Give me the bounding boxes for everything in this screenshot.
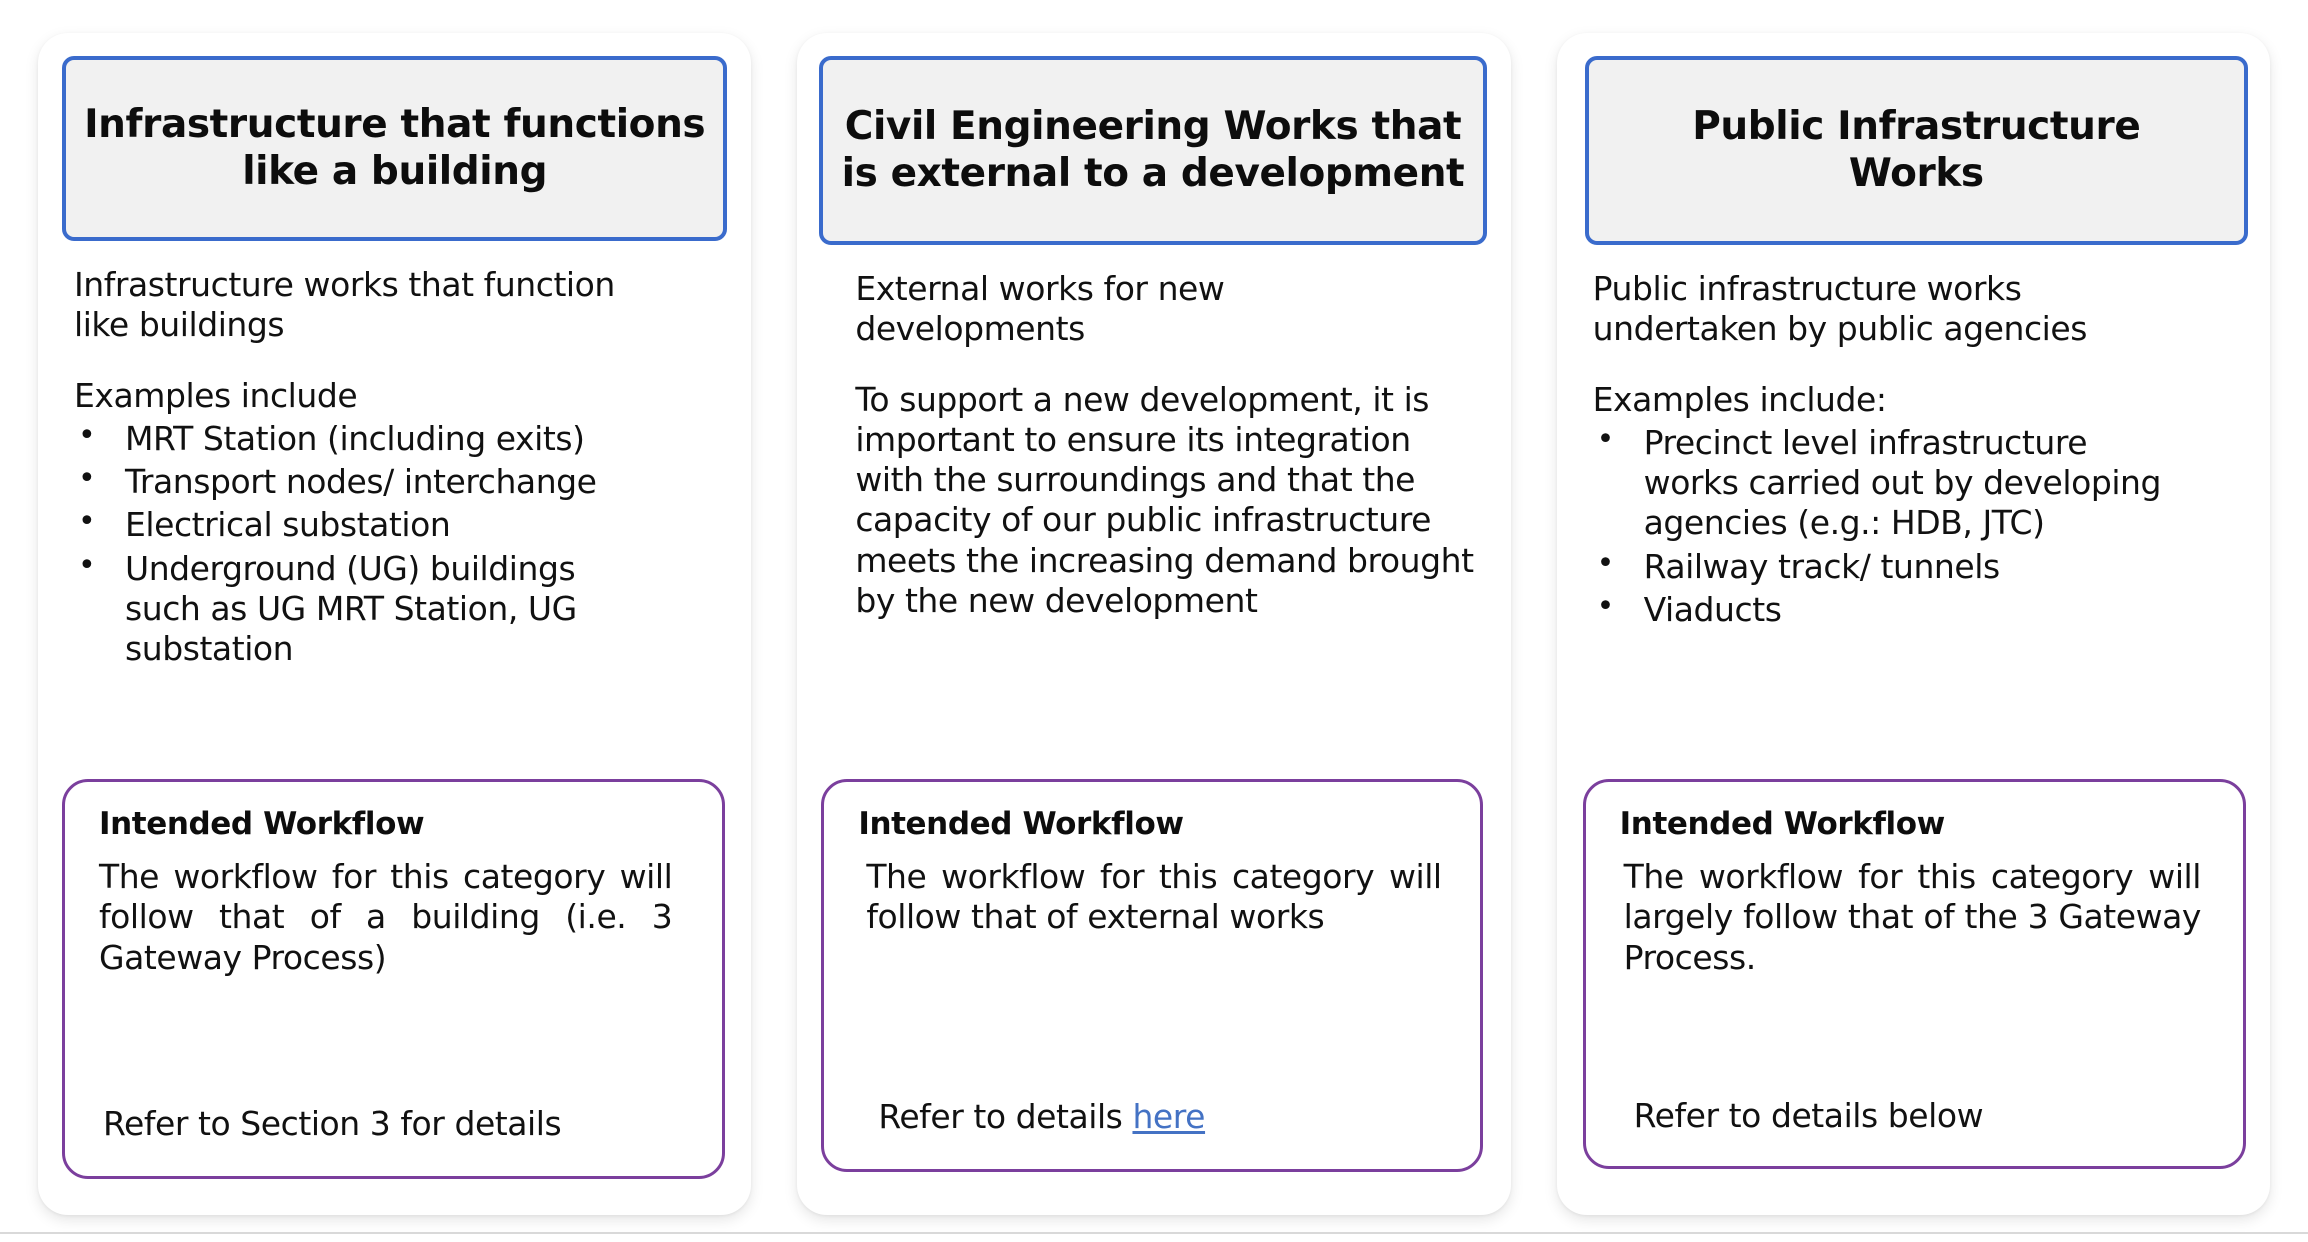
list-item: Railway track/ tunnels — [1593, 545, 2242, 587]
list-item: Precinct level infrastructure works carr… — [1593, 422, 2242, 544]
examples-label-1: Examples include — [74, 375, 358, 415]
intended-workflow-title-1: Intended Workflow — [99, 806, 425, 842]
list-item: Transport nodes/ interchange — [74, 461, 723, 502]
category-card-civil-engineering-external[interactable]: Civil Engineering Works that is external… — [797, 33, 1511, 1215]
examples-list-1: MRT Station (including exits) Transport … — [74, 418, 723, 670]
refer-to-details-text: Refer to details — [878, 1096, 1133, 1136]
details-here-link[interactable]: here — [1132, 1096, 1206, 1136]
category-lead-1: Infrastructure works that function like … — [74, 265, 615, 345]
intended-workflow-footer-1: Refer to Section 3 for details — [103, 1103, 562, 1143]
category-lead-3: Public infrastructure works undertaken b… — [1592, 269, 2088, 349]
category-paragraph-2: To support a new development, it is impo… — [855, 379, 1474, 620]
list-item: Underground (UG) buildings such as UG MR… — [74, 548, 723, 670]
category-columns: Infrastructure that functions like a bui… — [0, 0, 2308, 1215]
category-body-3: Public infrastructure works undertaken b… — [1579, 245, 2248, 779]
intended-workflow-title-2: Intended Workflow — [858, 806, 1184, 842]
intended-workflow-body-3: The workflow for this category will larg… — [1623, 857, 2202, 977]
list-item: MRT Station (including exits) — [74, 418, 723, 459]
category-title-1: Infrastructure that functions like a bui… — [84, 101, 706, 194]
intended-workflow-body-1: The workflow for this category will foll… — [99, 857, 673, 977]
intended-workflow-title-3: Intended Workflow — [1619, 806, 1946, 842]
category-card-infrastructure-like-building[interactable]: Infrastructure that functions like a bui… — [38, 33, 752, 1215]
intended-workflow-body-2: The workflow for this category will foll… — [866, 857, 1442, 937]
list-item: Electrical substation — [74, 504, 723, 545]
list-item: Viaducts — [1593, 589, 2242, 630]
intended-workflow-box-1: Intended Workflow The workflow for this … — [62, 779, 726, 1179]
examples-label-3: Examples include: — [1592, 379, 1887, 419]
intended-workflow-box-2: Intended Workflow The workflow for this … — [821, 779, 1483, 1172]
category-title-2: Civil Engineering Works that is external… — [841, 103, 1465, 196]
category-body-2: External works for new developments To s… — [819, 245, 1488, 779]
intended-workflow-footer-2: Refer to details here — [878, 1097, 1451, 1137]
category-header-box-2: Civil Engineering Works that is external… — [819, 56, 1487, 245]
examples-list-3: Precinct level infrastructure works carr… — [1593, 422, 2242, 630]
category-body-1: Infrastructure works that function like … — [60, 241, 729, 779]
category-header-box-1: Infrastructure that functions like a bui… — [62, 56, 728, 241]
intended-workflow-box-3: Intended Workflow The workflow for this … — [1582, 779, 2246, 1169]
page-bottom-divider — [0, 1232, 2308, 1234]
category-lead-2: External works for new developments — [855, 269, 1225, 349]
category-card-public-infrastructure-works[interactable]: Public Infrastructure Works Public infra… — [1556, 33, 2270, 1215]
intended-workflow-footer-3: Refer to details below — [1633, 1095, 1984, 1135]
category-title-3: Public Infrastructure Works — [1692, 103, 2141, 196]
category-header-box-3: Public Infrastructure Works — [1584, 56, 2248, 245]
